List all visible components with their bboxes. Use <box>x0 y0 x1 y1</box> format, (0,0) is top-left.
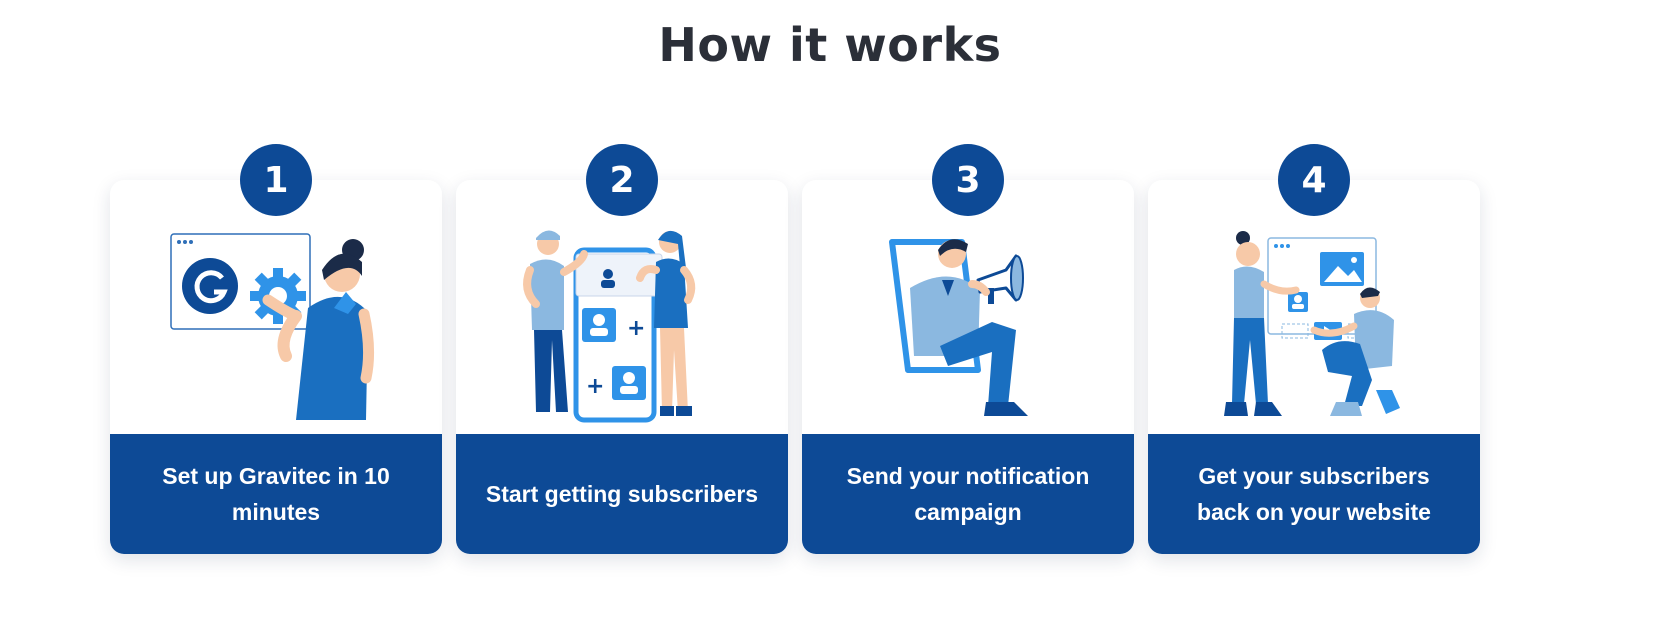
step-label-1: Set up Gravitec in 10 minutes <box>110 434 442 554</box>
step-card-3: Send your notification campaign <box>802 180 1134 554</box>
page-title: How it works <box>658 18 1002 72</box>
megaphone-illustration-icon <box>889 239 1028 416</box>
setup-illustration-icon <box>170 233 375 420</box>
step-label-2: Start getting subscribers <box>456 434 788 554</box>
step-number-badge-3: 3 <box>932 144 1004 216</box>
svg-text:+: + <box>627 316 645 341</box>
step-label-3: Send your notification campaign <box>802 434 1134 554</box>
step-number-badge-2: 2 <box>586 144 658 216</box>
subscribers-illustration-icon: + + <box>523 230 696 423</box>
step-label-4: Get your subscribers back on your websit… <box>1148 434 1480 554</box>
svg-text:+: + <box>586 374 604 399</box>
step-card-4: Get your subscribers back on your websit… <box>1148 180 1480 554</box>
website-return-illustration-icon <box>1224 231 1400 416</box>
step-card-1: Set up Gravitec in 10 minutes <box>110 180 442 554</box>
steps-list: Set up Gravitec in 10 minutes + + <box>110 144 1550 554</box>
step-card-2: + + Start getting subscribers <box>456 180 788 554</box>
step-number-badge-4: 4 <box>1278 144 1350 216</box>
step-number-badge-1: 1 <box>240 144 312 216</box>
